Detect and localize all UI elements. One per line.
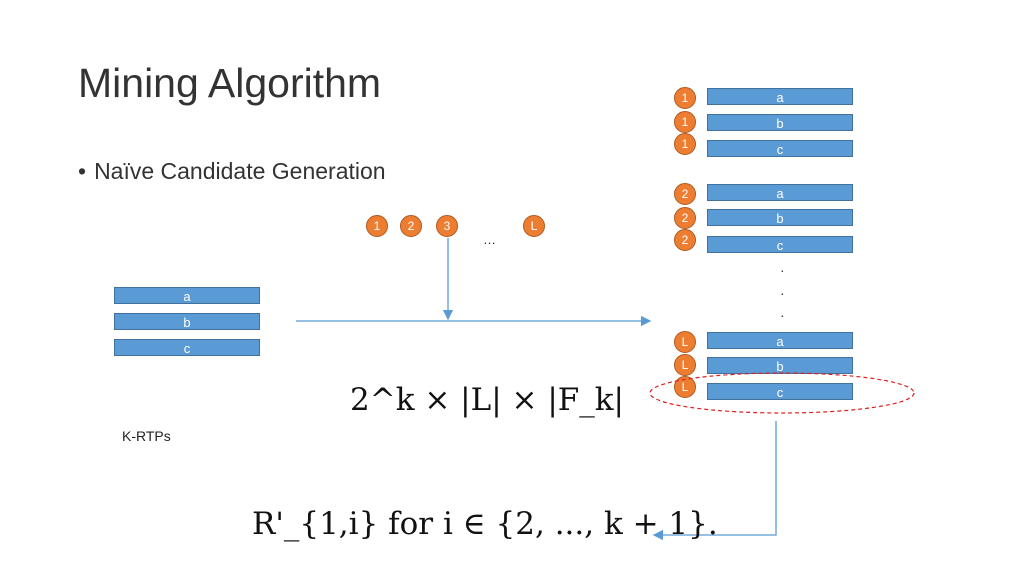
group1-circle-a: 1 [674, 87, 696, 109]
group2-item-c: c [707, 236, 853, 253]
vertical-dot-2: · [780, 285, 785, 301]
slide-title: Mining Algorithm [78, 60, 382, 106]
bullet-text: Naïve Candidate Generation [94, 158, 386, 184]
group1-circle-c: 1 [674, 133, 696, 155]
group2-item-b: b [707, 209, 853, 226]
group1-item-a: a [707, 88, 853, 105]
bullet-point: • Naïve Candidate Generation [78, 158, 386, 185]
groupL-item-a: a [707, 332, 853, 349]
group2-circle-a: 2 [674, 183, 696, 205]
ellipsis: … [483, 232, 496, 247]
group1-circle-b: 1 [674, 111, 696, 133]
number-circle-1: 1 [366, 215, 388, 237]
group2-circle-c: 2 [674, 229, 696, 251]
k-rtps-caption: K-RTPs [122, 428, 171, 444]
number-circle-2: 2 [400, 215, 422, 237]
result-arrow [652, 421, 777, 541]
vertical-dot-1: · [780, 262, 785, 278]
group2-item-a: a [707, 184, 853, 201]
formula-result-text: R'_{1,i} for i ∈ {2, ..., k + 1}. [252, 506, 718, 542]
left-item-b: b [114, 313, 260, 330]
formula-result: R'_{1,i} for i ∈ {2, ..., k + 1}. [252, 506, 718, 542]
group1-item-b: b [707, 114, 853, 131]
formula-count-text: 2^k × |L| × |F_k| [350, 382, 625, 418]
highlight-ellipse [649, 372, 915, 414]
formula-count: 2^k × |L| × |F_k| [350, 382, 624, 418]
left-item-a: a [114, 287, 260, 304]
groupL-circle-c: L [674, 376, 696, 398]
group1-item-c: c [707, 140, 853, 157]
groupL-item-c: c [707, 383, 853, 400]
left-item-c: c [114, 339, 260, 356]
group2-circle-b: 2 [674, 207, 696, 229]
bullet-dot-icon: • [78, 158, 87, 184]
number-circle-3: 3 [436, 215, 458, 237]
groupL-circle-b: L [674, 354, 696, 376]
vertical-dot-3: · [780, 307, 785, 323]
number-circle-L: L [523, 215, 545, 237]
groupL-circle-a: L [674, 331, 696, 353]
